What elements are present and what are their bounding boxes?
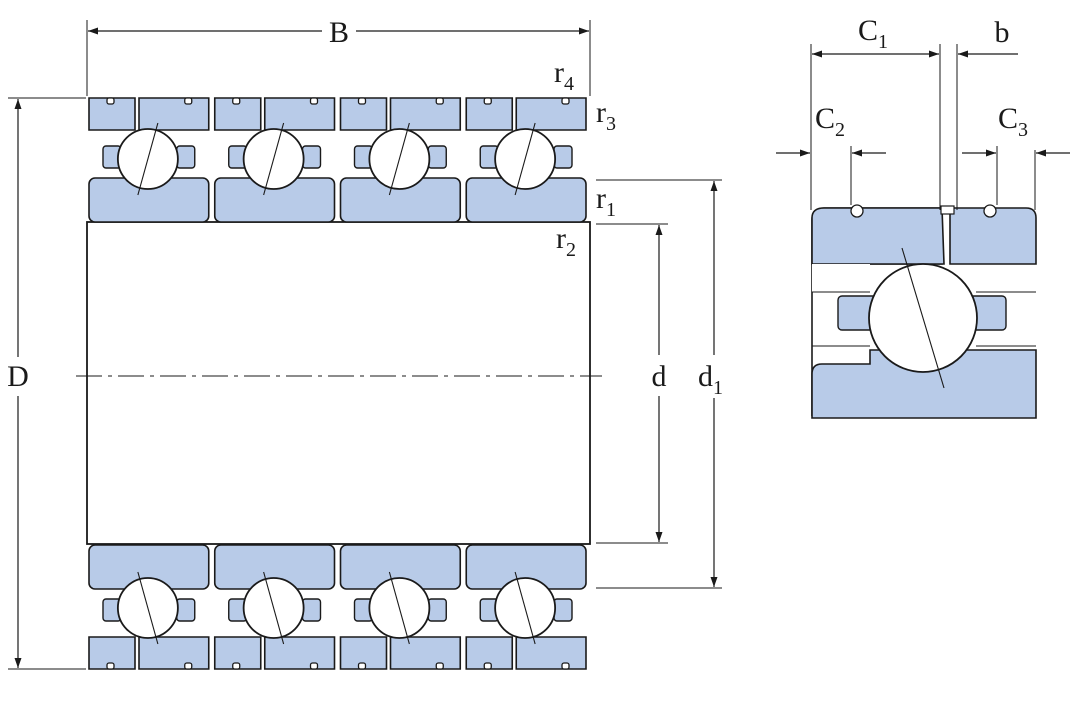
groove-b-3-bottom: [561, 662, 570, 670]
groove-a-2-top: [357, 97, 367, 105]
outer-ring-left-3-bottom: [465, 636, 514, 670]
groove-a-0-bottom: [106, 662, 115, 670]
outer-ring-left-2-bottom: [339, 636, 388, 670]
groove-a-3-bottom: [483, 662, 492, 670]
label-C1: C1: [858, 14, 888, 53]
detail-contact-line: [901, 247, 945, 389]
outer-ring-left-1-bottom: [213, 636, 262, 670]
outer-ring-right-3-top: [515, 97, 587, 131]
detail-outer-ring-b: [949, 207, 1037, 265]
detail-view: C1 b C2 C3: [776, 14, 1070, 419]
outer-ring-right-3-bottom: [515, 636, 587, 670]
label-B: B: [329, 16, 349, 49]
cage-right-3-top: [553, 145, 573, 169]
label-d: d: [652, 360, 667, 393]
outer-ring-right-0-bottom: [138, 636, 210, 670]
label-C3: C3: [998, 102, 1028, 141]
outer-ring-right-1-top: [263, 97, 336, 131]
groove-a-3-top: [483, 97, 492, 105]
contact-line-2-bottom: [388, 571, 410, 645]
groove-a-1-top: [232, 97, 241, 105]
label-d1: d1: [698, 360, 723, 399]
dimension-B: B: [86, 16, 591, 96]
label-b: b: [995, 16, 1010, 49]
outer-ring-left-2-top: [339, 97, 388, 131]
groove-b-0-bottom: [184, 662, 193, 670]
label-D: D: [7, 360, 29, 393]
outer-ring-left-0-top: [88, 97, 136, 131]
bearing-set-section: [86, 97, 591, 670]
groove-b-1-top: [309, 97, 319, 105]
detail-groove-right: [983, 204, 997, 218]
label-r2: r2: [556, 222, 576, 261]
contact-line-2-top: [388, 122, 410, 196]
outer-ring-left-3-top: [465, 97, 514, 131]
cage-right-0-top: [176, 145, 196, 169]
dimension-D: D: [7, 97, 86, 670]
contact-line-0-bottom: [137, 571, 159, 645]
detail-outer-ring-a: [811, 207, 945, 265]
cage-right-0-bottom: [176, 598, 196, 622]
cage-right-3-bottom: [553, 598, 573, 622]
detail-groove-left: [850, 204, 864, 218]
contact-line-3-top: [514, 122, 536, 196]
groove-b-0-top: [184, 97, 193, 105]
bore-section-outline: [86, 221, 591, 545]
groove-a-2-bottom: [357, 662, 367, 670]
contact-line-1-bottom: [263, 571, 285, 645]
groove-b-1-bottom: [309, 662, 319, 670]
contact-line-3-bottom: [514, 571, 536, 645]
outer-ring-right-0-top: [138, 97, 210, 131]
cage-right-1-top: [301, 145, 322, 169]
outer-ring-left-0-bottom: [88, 636, 136, 670]
groove-a-0-top: [106, 97, 115, 105]
cage-right-1-bottom: [301, 598, 322, 622]
outer-ring-right-2-top: [389, 97, 462, 131]
dimension-d: d: [596, 223, 668, 544]
groove-a-1-bottom: [232, 662, 241, 670]
label-r3: r3: [596, 96, 616, 135]
detail-lubrication-hole: [940, 205, 955, 215]
contact-line-1-top: [263, 122, 285, 196]
cage-right-2-bottom: [427, 598, 447, 622]
outer-ring-right-2-bottom: [389, 636, 462, 670]
label-r4: r4: [554, 56, 574, 95]
groove-b-2-top: [435, 97, 444, 105]
label-C2: C2: [815, 102, 845, 141]
label-r1: r1: [596, 182, 616, 221]
cage-right-2-top: [427, 145, 447, 169]
dimension-d1: d1: [596, 179, 723, 589]
contact-line-0-top: [137, 122, 159, 196]
groove-b-2-bottom: [435, 662, 444, 670]
groove-b-3-top: [561, 97, 570, 105]
outer-ring-right-1-bottom: [263, 636, 336, 670]
outer-ring-left-1-top: [213, 97, 262, 131]
